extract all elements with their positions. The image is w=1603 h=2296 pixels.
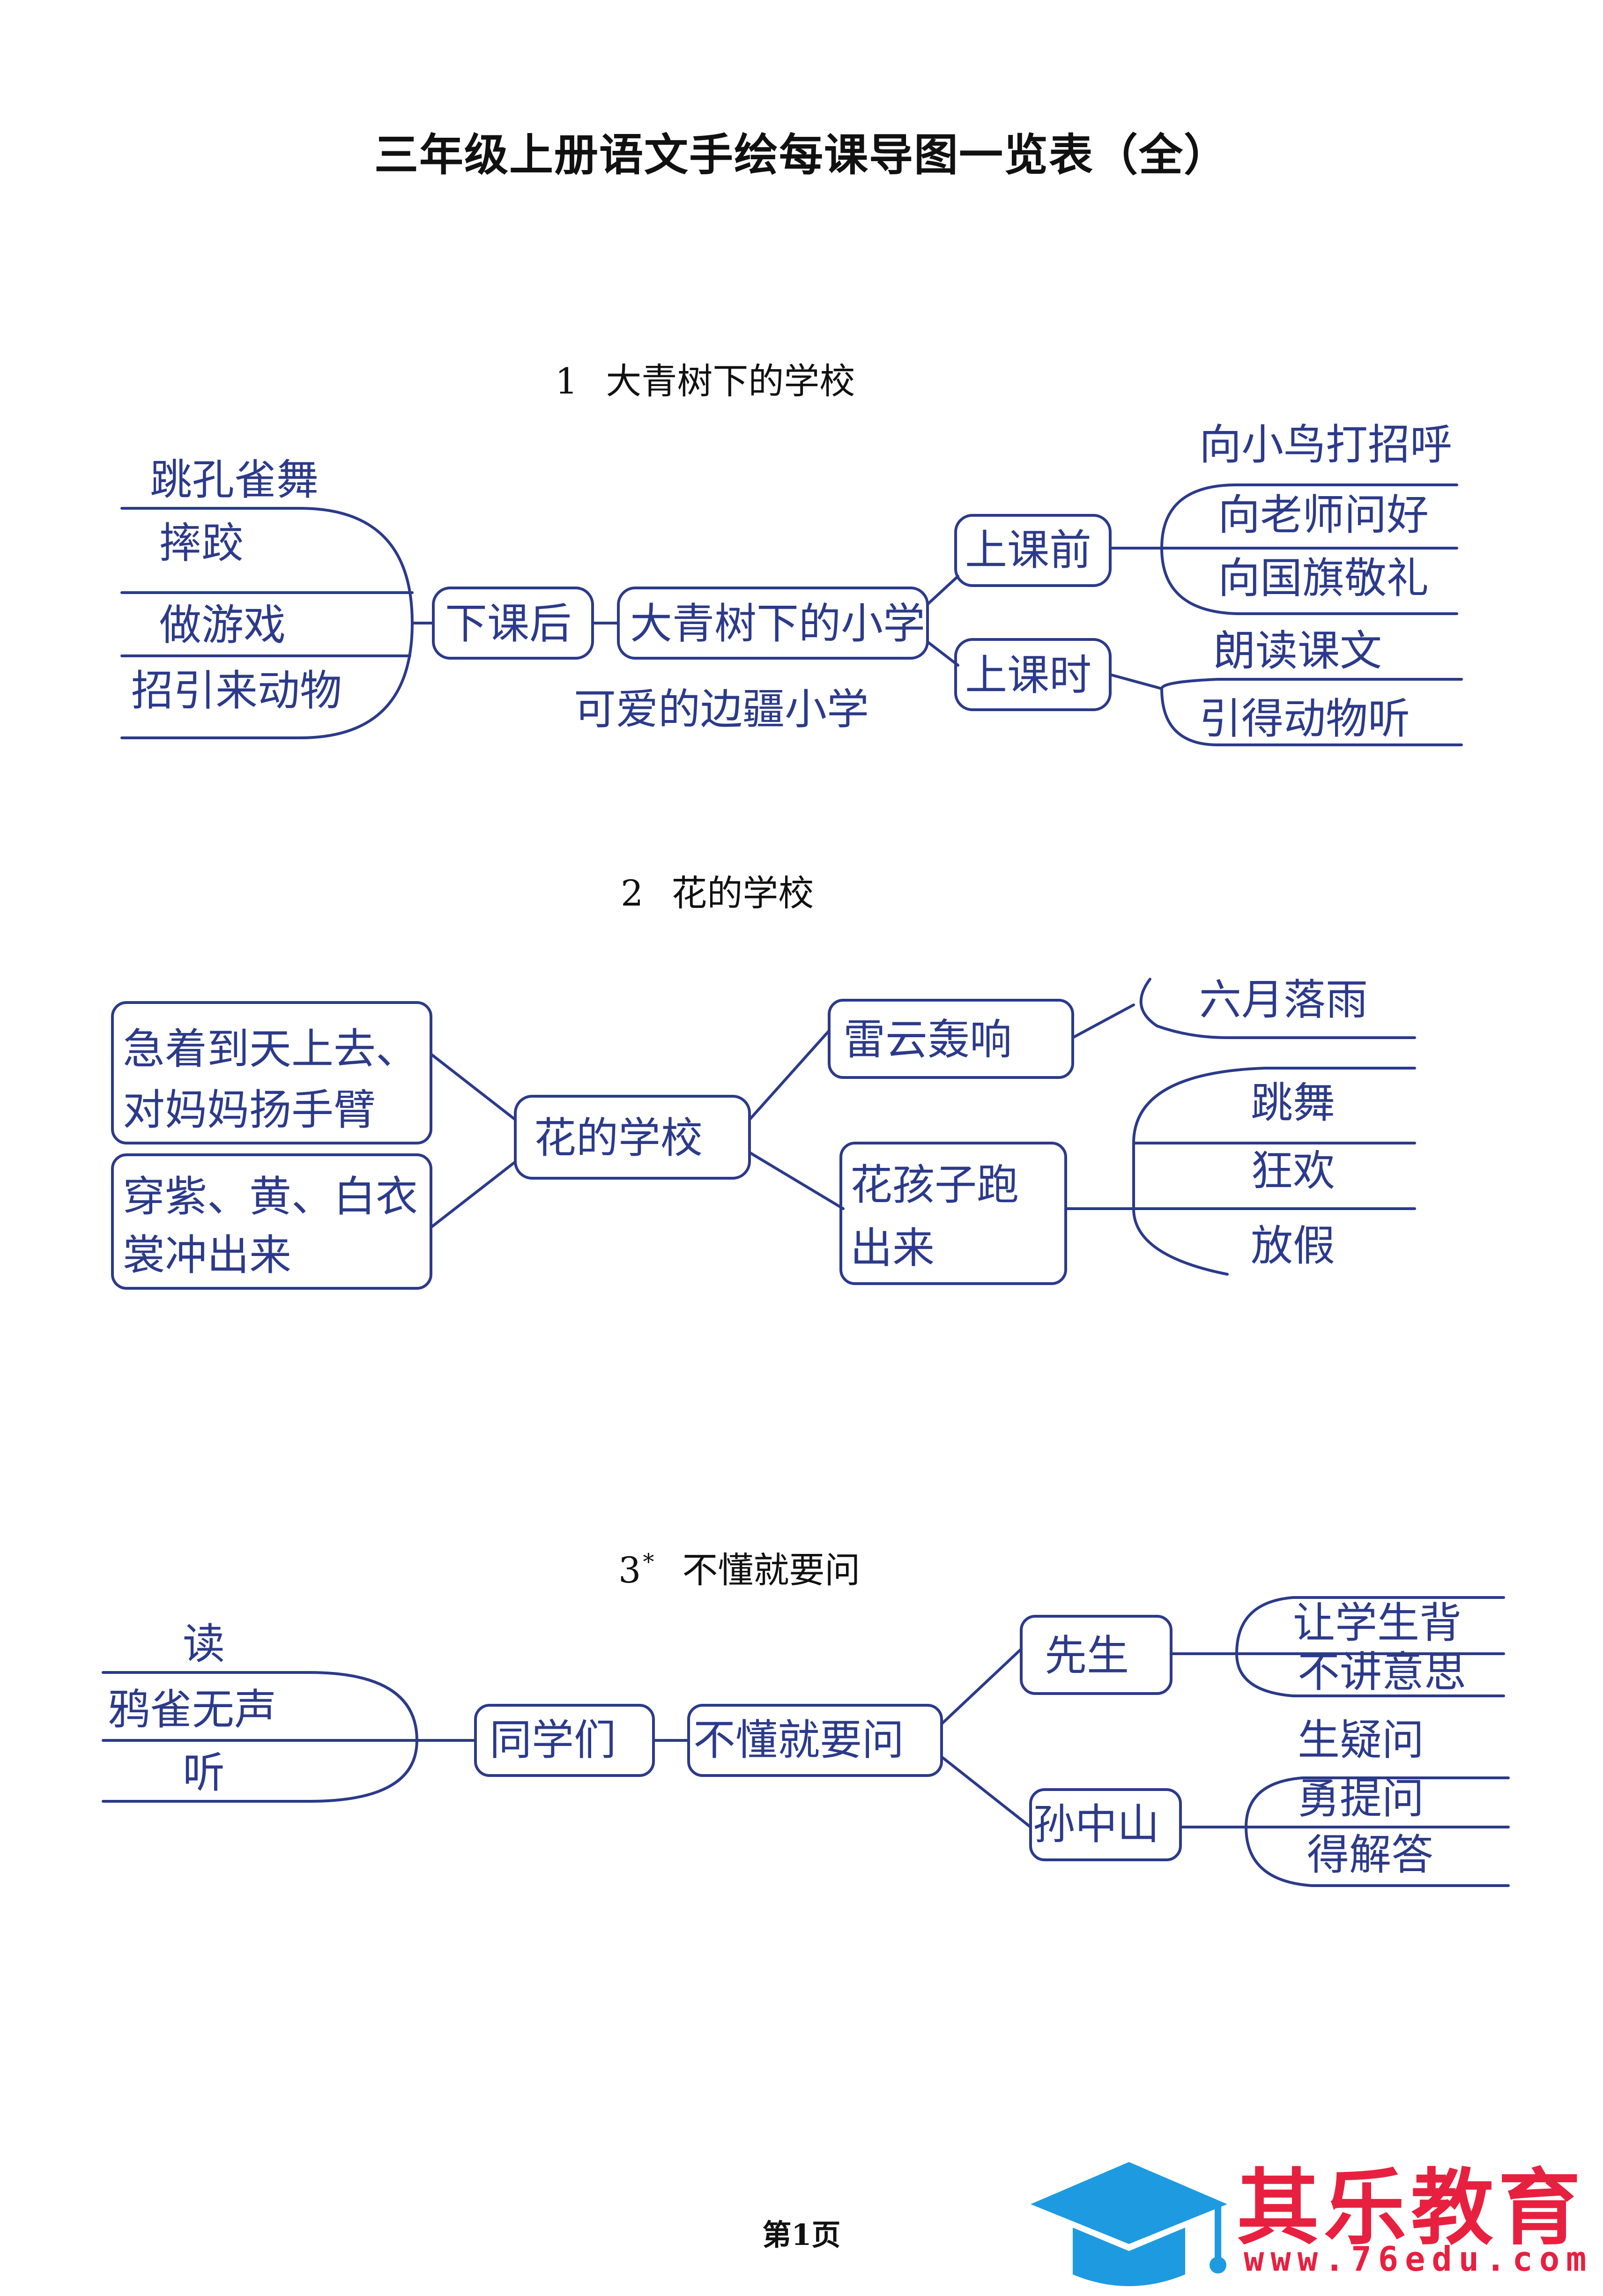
central-node-label: 花的学校 [534, 1114, 703, 1163]
optional-marker: * [643, 1549, 654, 1575]
leaf-label: 得解答 [1307, 1830, 1433, 1880]
leaf-label: 跳舞 [1251, 1078, 1335, 1128]
node-box [1029, 1788, 1182, 1861]
connector [940, 1755, 1032, 1828]
node-label: 穿紫、黄、白衣 [123, 1172, 418, 1221]
node-label: 先生 [1045, 1631, 1129, 1680]
connector [430, 1053, 517, 1121]
leaf-label: 跳孔雀舞 [150, 455, 319, 505]
lesson-number: 3* [618, 1549, 654, 1591]
central-node-box [617, 587, 929, 660]
node-label: 上课前 [965, 526, 1091, 575]
node-label: 孙中山 [1033, 1800, 1159, 1849]
lesson-heading-2: 2 花的学校 [621, 864, 814, 916]
connector [926, 640, 959, 667]
mind-map-lesson-3: 读 鸦雀无声 听 同学们 不懂就要问 先生 孙中山 让学生背 不讲意思 生疑问 … [102, 1596, 1510, 1887]
node-label: 出来 [850, 1224, 935, 1273]
leaf-label: 招引来动物 [131, 666, 342, 715]
connector [1109, 673, 1163, 690]
lesson-heading-1: 1 大青树下的学校 [555, 352, 855, 404]
mind-map-lesson-2: 急着到天上去、 对妈妈扬手臂 穿紫、黄、白衣 裳冲出来 花的学校 雷云轰响 花孩… [111, 975, 1416, 1290]
node-label: 急着到天上去、 [123, 1025, 418, 1074]
central-node-label: 大青树下的小学 [630, 599, 925, 648]
leaf-label: 做游戏 [159, 601, 286, 650]
lesson-heading-3: 3* 不懂就要问 [618, 1541, 860, 1593]
leaf-label: 引得动物听 [1199, 694, 1410, 743]
leaf-label: 生疑问 [1298, 1716, 1424, 1765]
mind-map-lesson-1: 跳孔雀舞 摔跤 做游戏 招引来动物 下课后 大青树下的小学 可爱的边疆小学 上课… [120, 420, 1463, 746]
right-fan-curve [1139, 978, 1416, 1039]
node-label: 裳冲出来 [123, 1231, 291, 1280]
lesson-heading-text: 不懂就要问 [682, 1549, 861, 1591]
node-box [111, 1001, 432, 1144]
brand-name: 其乐教育 [1237, 2160, 1586, 2256]
node-label: 上课时 [965, 651, 1091, 700]
leaf-label: 向小鸟打招呼 [1199, 420, 1452, 469]
lesson-heading-text: 花的学校 [671, 872, 814, 914]
leaf-label: 勇提问 [1298, 1774, 1424, 1823]
central-node-box [514, 1095, 751, 1180]
central-node-label: 不懂就要问 [693, 1716, 904, 1765]
brand-url: www.76edu.com [1244, 2239, 1593, 2279]
right-fan-curve [1160, 678, 1463, 746]
leaf-label: 读 [183, 1620, 225, 1669]
graduation-cap-icon [1031, 2162, 1227, 2286]
leaf-label: 六月落雨 [1199, 975, 1368, 1025]
connector [926, 575, 959, 606]
lesson-number: 2 [621, 872, 644, 914]
leaf-label: 向国旗敬礼 [1218, 554, 1429, 603]
lesson-heading-text: 大青树下的学校 [606, 360, 855, 402]
brand-logo [1031, 2162, 1227, 2286]
connector [430, 1160, 517, 1229]
node-label: 花孩子跑 [850, 1160, 1019, 1210]
leaf-label: 摔跤 [159, 519, 244, 568]
leaf-label: 不讲意思 [1298, 1648, 1466, 1697]
connector [748, 1029, 831, 1121]
leaf-label: 听 [183, 1748, 225, 1798]
leaf-label: 朗读课文 [1213, 626, 1382, 676]
leaf-label: 让学生背 [1293, 1598, 1462, 1648]
lesson-number: 1 [555, 360, 578, 402]
page-title: 三年级上册语文手绘每课导图一览表（全） [374, 130, 1229, 181]
node-box [839, 1142, 1067, 1285]
leaf-label: 放假 [1251, 1221, 1335, 1271]
node-label: 雷云轰响 [843, 1015, 1012, 1064]
connector [1071, 1003, 1135, 1039]
leaf-label: 向老师问好 [1218, 490, 1429, 540]
right-fan-curve [1132, 1067, 1416, 1276]
caption-label: 可爱的边疆小学 [574, 685, 869, 734]
node-box [111, 1153, 432, 1290]
connector [748, 1151, 845, 1210]
leaf-label: 狂欢 [1251, 1146, 1335, 1196]
page-number: 第1页 [762, 2218, 841, 2252]
node-label: 对妈妈扬手臂 [123, 1085, 376, 1135]
node-box [954, 514, 1112, 587]
central-node-box [687, 1704, 943, 1777]
leaf-label: 鸦雀无声 [108, 1685, 276, 1734]
node-label: 下课后 [445, 599, 571, 648]
node-label: 同学们 [490, 1716, 616, 1765]
connector [940, 1648, 1023, 1725]
